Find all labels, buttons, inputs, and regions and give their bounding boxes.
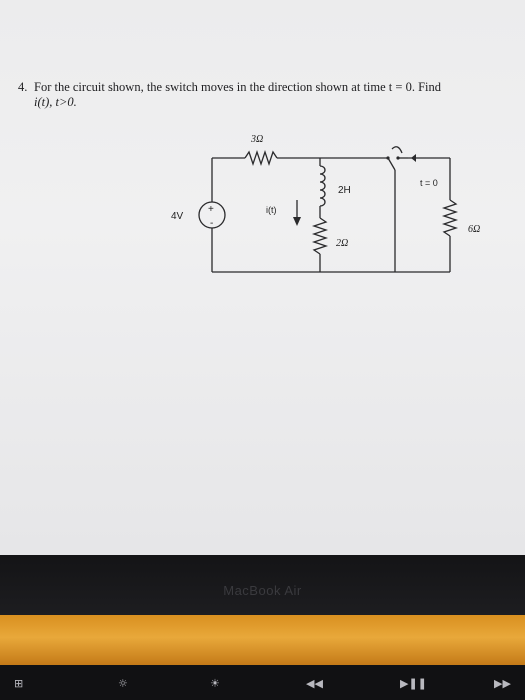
switch-pivot bbox=[386, 156, 390, 160]
r-top-label: 3Ω bbox=[250, 134, 263, 145]
mission-control-icon: ⊞ bbox=[14, 677, 24, 690]
switch-terminal bbox=[396, 156, 400, 160]
fast-forward-icon: ▶▶ bbox=[494, 677, 511, 690]
inductor-2h bbox=[319, 165, 326, 207]
resistor-2ohm bbox=[311, 217, 329, 255]
resistor-3ohm bbox=[244, 149, 278, 167]
source-label: 4V bbox=[171, 211, 184, 222]
switch-label: t = 0 bbox=[420, 178, 438, 188]
current-arrow-head bbox=[293, 217, 301, 226]
problem-text: For the circuit shown, the switch moves … bbox=[34, 80, 441, 94]
worksheet-paper bbox=[0, 0, 525, 555]
switch-arrow bbox=[411, 154, 416, 162]
switch-blade bbox=[387, 157, 396, 171]
problem-tail: i(t), t>0. bbox=[34, 95, 77, 109]
laptop-bezel bbox=[0, 555, 525, 615]
r-right-label: 6Ω bbox=[468, 224, 480, 235]
current-label: i(t) bbox=[266, 205, 277, 215]
r-middle-label: 2Ω bbox=[336, 238, 348, 249]
laptop-hinge bbox=[0, 615, 525, 665]
play-pause-icon: ▶❚❚ bbox=[400, 677, 427, 690]
keyboard-row bbox=[0, 665, 525, 700]
switch-direction-mark bbox=[391, 146, 403, 154]
keyboard-bright-icon: ☀ bbox=[210, 677, 220, 690]
rewind-icon: ◀◀ bbox=[306, 677, 323, 690]
problem-number: 4. bbox=[18, 80, 28, 94]
source-plus: + bbox=[208, 204, 214, 215]
circuit-diagram: 4V + - 3Ω 2H 2Ω i(t) t = 0 6Ω bbox=[171, 134, 480, 273]
inductor-label: 2H bbox=[338, 185, 351, 196]
laptop-brand: MacBook Air bbox=[223, 583, 302, 598]
keyboard-dim-icon: ☼ bbox=[118, 677, 128, 690]
resistor-6ohm bbox=[441, 199, 459, 237]
source-minus: - bbox=[210, 218, 213, 229]
voltage-source bbox=[198, 201, 226, 229]
